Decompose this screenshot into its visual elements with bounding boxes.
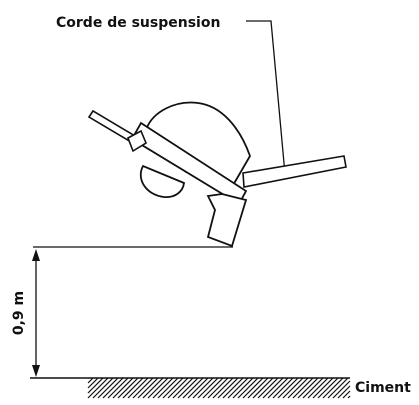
ground-hatch-line (197, 377, 219, 399)
ground-hatch-line (302, 377, 324, 399)
ground-hatch-line (172, 377, 194, 399)
ground-hatch-line (267, 377, 289, 399)
ground-hatch-line (157, 377, 179, 399)
ground-hatch-line (217, 377, 239, 399)
ground-label: Ciment (355, 380, 411, 396)
ground-hatch-line (312, 377, 334, 399)
ground-hatch-line (182, 377, 204, 399)
ground-hatch-line (287, 377, 309, 399)
ground-hatch-line (87, 377, 94, 384)
ground-hatch-line (247, 377, 269, 399)
ground-hatch-line (142, 377, 164, 399)
ground-hatch-line (137, 377, 159, 399)
device-foot-bracket (206, 193, 248, 248)
ground-hatch-line (102, 377, 124, 399)
device-dome (144, 101, 251, 189)
ground-hatch (87, 377, 351, 399)
ground-hatch-line (262, 377, 284, 399)
ground-hatch-line (192, 377, 214, 399)
ground-hatch-line (327, 377, 349, 399)
ground-hatch-line (257, 377, 279, 399)
rope-leader-line (246, 20, 286, 175)
ground-hatch-line (177, 377, 199, 399)
ground-hatch-line (227, 377, 249, 399)
ground-hatch-line (277, 377, 299, 399)
ground-hatch-line (282, 377, 304, 399)
ground-hatch-line (242, 377, 264, 399)
ground-hatch-line (152, 377, 174, 399)
ground-hatch-line (232, 377, 254, 399)
device-bulb (139, 164, 185, 198)
ground-hatch-line (292, 377, 314, 399)
ground-hatch-line (187, 377, 209, 399)
ground-hatch-line (97, 377, 119, 399)
ground-hatch-line (122, 377, 144, 399)
ground-hatch-line (337, 385, 351, 399)
ground-hatch-line (132, 377, 154, 399)
ground-hatch-line (212, 377, 234, 399)
ground-hatch-line (107, 377, 129, 399)
height-label: 0,9 m (11, 291, 27, 335)
ground-hatch-line (162, 377, 184, 399)
ground-hatch-line (307, 377, 329, 399)
ground-hatch-line (112, 377, 134, 399)
dimension-arrow-top (32, 249, 40, 261)
ground-hatch-line (342, 390, 351, 399)
ground-hatch-line (237, 377, 259, 399)
dimension-arrow-bottom (32, 365, 40, 377)
ground-hatch-line (87, 377, 109, 399)
ground-hatch-line (297, 377, 319, 399)
ground-hatch-line (222, 377, 244, 399)
ground-hatch-line (317, 377, 339, 399)
ground-hatch-line (117, 377, 139, 399)
ground-hatch-line (272, 377, 294, 399)
ground-hatch-line (87, 377, 99, 389)
rope-label: Corde de suspension (56, 15, 220, 31)
ground-hatch-line (147, 377, 169, 399)
device-clip (127, 129, 148, 153)
ground-hatch-line (252, 377, 274, 399)
ground-hatch-line (167, 377, 189, 399)
ground-hatch-line (332, 380, 351, 399)
ground-hatch-line (322, 377, 344, 399)
ground-hatch-line (127, 377, 149, 399)
ground-hatch-line (202, 377, 224, 399)
ground-hatch-line (347, 395, 351, 399)
device-base-plate (130, 121, 248, 206)
ground-hatch-line (87, 377, 104, 394)
ground-hatch-line (92, 377, 114, 399)
ground-hatch-line (207, 377, 229, 399)
suspension-rope (242, 155, 347, 188)
